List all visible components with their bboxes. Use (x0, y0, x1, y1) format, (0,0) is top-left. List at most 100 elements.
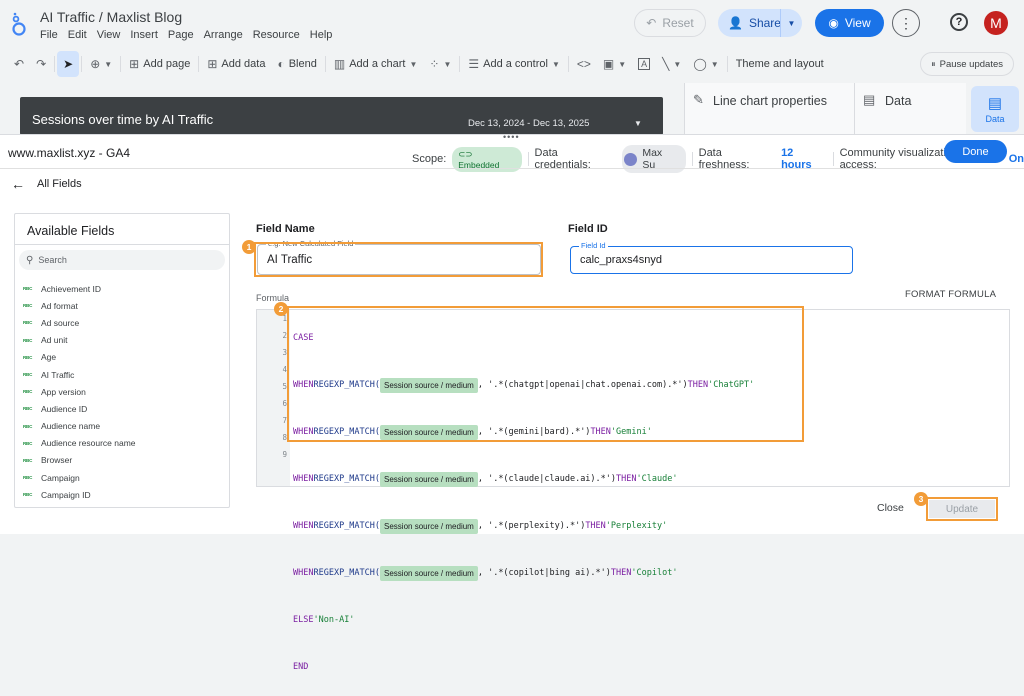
menu-page[interactable]: Page (167, 29, 194, 41)
text-icon[interactable]: A (632, 51, 656, 77)
menu-view[interactable]: View (96, 29, 121, 41)
add-data-button[interactable]: ⊞Add data (207, 57, 266, 71)
code-line: WHEN REGEXP_MATCH(Session source / mediu… (293, 424, 754, 441)
field-id-value: calc_praxs4snyd (580, 254, 662, 266)
done-button[interactable]: Done (944, 140, 1007, 163)
properties-panel: ✎ Line chart properties (684, 83, 854, 135)
field-list-item-label: Campaign (41, 472, 80, 483)
more-options-icon[interactable]: ⋮ (892, 9, 920, 37)
share-button[interactable]: 👤 Share ▼ (718, 9, 802, 37)
field-chip[interactable]: Session source / medium (380, 566, 478, 581)
undo-icon[interactable]: ↶ (14, 57, 25, 71)
date-range[interactable]: Dec 13, 2024 - Dec 13, 2025 (468, 118, 590, 129)
format-formula-button[interactable]: FORMAT FORMULA (905, 289, 997, 300)
eye-icon: ◉ (828, 16, 839, 30)
add-page-button[interactable]: ⊞Add page (129, 57, 191, 71)
blend-icon: ◐ (277, 57, 285, 71)
theme-layout-button[interactable]: Theme and layout (735, 58, 824, 70)
image-icon[interactable]: ▣▼ (602, 57, 627, 71)
back-arrow-icon[interactable]: ← (11, 176, 25, 192)
menu-insert[interactable]: Insert (130, 29, 158, 41)
reset-button[interactable]: ↶ Reset (634, 9, 706, 37)
text-type-icon: RBC (23, 389, 33, 395)
field-chip[interactable]: Session source / medium (380, 378, 478, 393)
community-viz-button[interactable]: ⁘▼ (429, 57, 452, 71)
field-name-value: AI Traffic (267, 254, 313, 266)
share-dropdown-icon[interactable]: ▼ (780, 9, 802, 37)
scope-chip[interactable]: ⊂⊃ Embedded (452, 146, 522, 172)
all-fields-link[interactable]: All Fields (37, 178, 82, 190)
line-icon[interactable]: ╲▼ (662, 57, 682, 71)
line-number: 6 (282, 399, 287, 408)
menu-edit[interactable]: Edit (67, 29, 87, 41)
highlight-formula (287, 306, 804, 442)
line-number: 1 (282, 314, 287, 323)
zoom-button[interactable]: ⊕▼ (90, 57, 113, 71)
add-page-icon: ⊞ (129, 57, 140, 71)
drag-handle-icon[interactable]: •••• (503, 132, 520, 142)
divider (726, 56, 728, 72)
field-list-item-label: Ad format (41, 300, 78, 311)
avatar[interactable]: M (984, 11, 1008, 35)
code-line: END (293, 662, 309, 672)
rail-data-button[interactable]: ▤ Data (971, 86, 1019, 132)
chevron-down-icon[interactable]: ▼ (634, 119, 642, 128)
select-cursor-icon[interactable]: ➤ (57, 51, 80, 77)
field-chip[interactable]: Session source / medium (380, 425, 478, 440)
chart-card[interactable]: Sessions over time by AI Traffic Dec 13,… (20, 97, 663, 135)
line-number: 9 (282, 450, 287, 459)
add-data-icon: ⊞ (207, 57, 218, 71)
blend-button[interactable]: ◐Blend (277, 57, 317, 71)
line-number: 7 (282, 416, 287, 425)
text-type-icon: RBC (23, 440, 33, 446)
community-access-value[interactable]: On (1008, 153, 1024, 165)
divider (0, 168, 1024, 169)
looker-studio-logo[interactable] (10, 12, 28, 36)
add-control-button[interactable]: ☰Add a control▼ (468, 57, 560, 71)
control-icon: ☰ (468, 57, 480, 71)
menu-arrange[interactable]: Arrange (203, 29, 243, 41)
table-icon: ▤ (987, 95, 1003, 112)
help-icon[interactable]: ? (950, 13, 968, 31)
search-input[interactable]: ⚲ Search (19, 250, 225, 270)
embed-url-icon[interactable]: <> (576, 57, 591, 71)
code-line: WHEN REGEXP_MATCH(Session source / mediu… (293, 377, 754, 394)
field-list-item-label: App version (41, 386, 86, 397)
field-chip[interactable]: Session source / medium (380, 519, 478, 534)
add-chart-button[interactable]: ▥Add a chart▼ (333, 57, 418, 71)
add-person-icon: 👤 (728, 16, 743, 30)
view-button[interactable]: ◉ View (815, 9, 884, 37)
field-id-legend: Field Id (579, 241, 608, 250)
update-button[interactable]: Update (929, 500, 995, 518)
field-list-item-label: Age (41, 352, 57, 363)
field-id-input[interactable]: Field Id calc_praxs4snyd (570, 241, 853, 274)
community-viz-icon: ⁘ (429, 57, 440, 71)
shape-icon[interactable]: ◯▼ (693, 57, 719, 71)
report-title[interactable]: AI Traffic / Maxlist Blog (40, 9, 183, 25)
close-button[interactable]: Close (877, 502, 904, 514)
divider (198, 56, 200, 72)
menu-help[interactable]: Help (309, 29, 333, 41)
menu-resource[interactable]: Resource (252, 29, 300, 41)
redo-icon[interactable]: ↷ (36, 57, 47, 71)
code-line: ELSE 'Non-AI' (293, 615, 355, 625)
menu-file[interactable]: File (40, 29, 58, 41)
pause-updates-button[interactable]: ⏸Pause updates (920, 52, 1014, 76)
field-chip[interactable]: Session source / medium (380, 472, 478, 487)
field-list-item[interactable]: RBC App version (23, 383, 227, 400)
text-type-icon: RBC (23, 372, 33, 378)
